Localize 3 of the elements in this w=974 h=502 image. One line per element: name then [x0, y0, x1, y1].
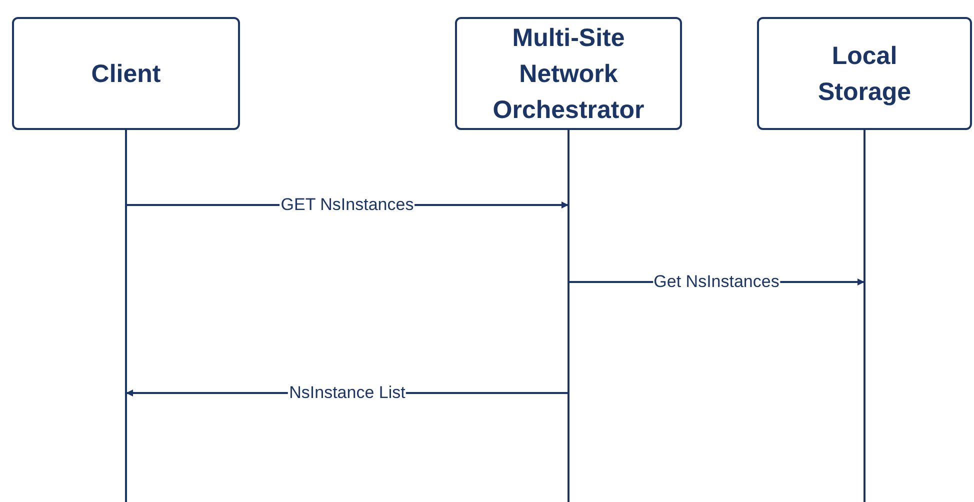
participant-name: Client: [91, 58, 161, 90]
participant-name: Multi-Site Network Orchestrator: [492, 22, 644, 126]
participant-name: Local Storage: [816, 40, 912, 108]
